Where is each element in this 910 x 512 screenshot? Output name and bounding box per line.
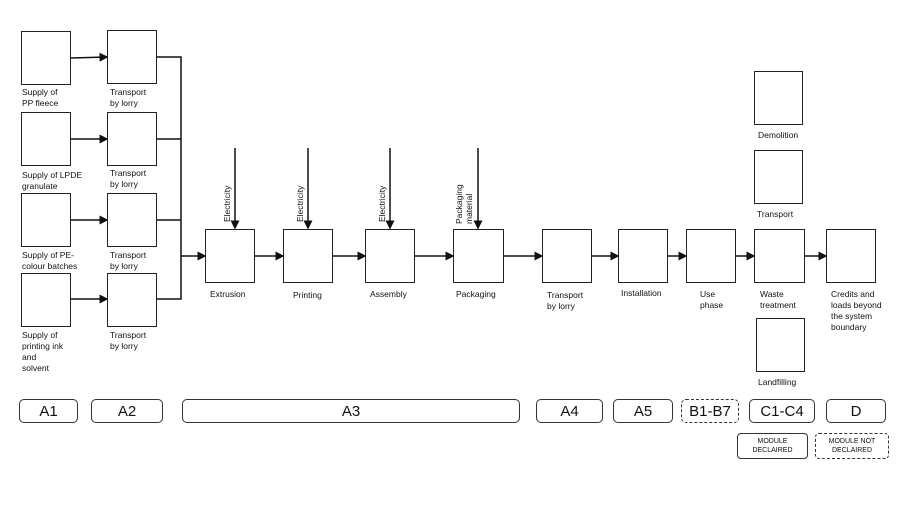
demolition-label: Demolition [758,130,799,140]
packaging-label: Packaging [456,289,496,299]
installation-box [618,229,668,283]
transport-a2-label-3: Transport by lorry [110,250,147,271]
electricity-label-2: Electricity [295,185,305,222]
stage-a4: A4 [536,399,603,423]
supply-pe-label: Supply of PE- colour batches [22,250,78,271]
stage-c: C1-C4 [749,399,815,423]
stage-a5: A5 [613,399,673,423]
assembly-label: Assembly [370,289,407,299]
electricity-label-1: Electricity [222,185,232,222]
stage-d: D [826,399,886,423]
transport-a2-box-2 [107,112,157,166]
transport-a2-label-1: Transport by lorry [110,87,147,108]
collector-bus [157,56,182,300]
supply-ink-box [21,273,71,327]
transport-a2-label-2: Transport by lorry [110,168,147,189]
extrusion-label: Extrusion [210,289,246,299]
printing-box [283,229,333,283]
transport-a4-label: Transport by lorry [547,290,584,311]
transport-a2-box-3 [107,193,157,247]
use-phase-label: Use phase [700,289,724,310]
transport-a2-label-4: Transport by lorry [110,330,147,351]
assembly-box [365,229,415,283]
transport-c-label: Transport [757,209,794,219]
electricity-label-3: Electricity [377,185,387,222]
packaging-box [453,229,504,283]
waste-treatment-label: Waste treatment [760,289,796,310]
installation-label: Installation [621,288,662,298]
supply-lpde-box [21,112,71,166]
transport-a2-box-4 [107,273,157,327]
demolition-box [754,71,803,125]
arrow-supply-pp-transport [70,52,109,62]
legend-not-declared: MODULE NOT DECLAIRED [815,433,889,459]
supply-lpde-label: Supply of LPDE granulate [22,170,83,191]
supply-pe-box [21,193,71,247]
transport-a2-box-1 [107,30,157,84]
supply-pp-box [21,31,71,85]
waste-treatment-box [754,229,805,283]
landfilling-label: Landfilling [758,377,797,387]
printing-label: Printing [293,290,322,300]
supply-pp-label: Supply of PP fleece [22,87,59,108]
stage-a2: A2 [91,399,163,423]
stage-a3: A3 [182,399,520,423]
legend-declared: MODULE DECLAIRED [737,433,808,459]
landfilling-box [756,318,805,372]
packaging-material-label: Packaging material [454,184,474,224]
stage-a1: A1 [19,399,78,423]
credits-box [826,229,876,283]
transport-a4-box [542,229,592,283]
stage-b: B1-B7 [681,399,739,423]
extrusion-box [205,229,255,283]
transport-c-box [754,150,803,204]
supply-ink-label: Supply of printing ink and solvent [22,330,64,373]
use-phase-box [686,229,736,283]
credits-label: Credits and loads beyond the system boun… [831,289,882,332]
